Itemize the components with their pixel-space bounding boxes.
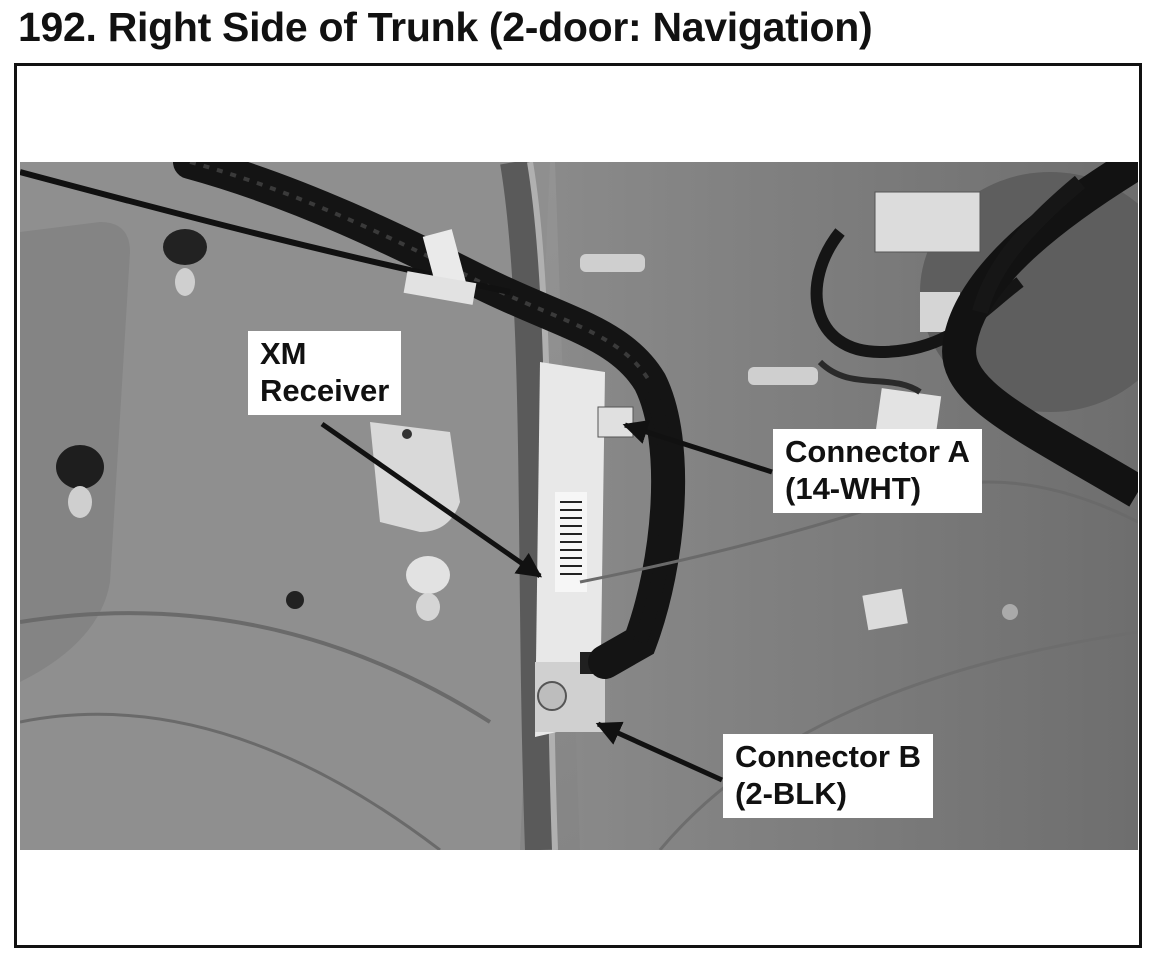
connector-b-label-line1: Connector B (735, 739, 921, 774)
xm-receiver-label: XM Receiver (248, 331, 402, 415)
connector-b-label: Connector B (2-BLK) (723, 734, 933, 818)
xm-receiver-label-line2: Receiver (260, 373, 390, 408)
xm-receiver-arrow (320, 421, 543, 579)
connector-b-label-line2: (2-BLK) (735, 776, 847, 811)
connector-a-arrow (622, 419, 773, 475)
connector-a-label-line1: Connector A (785, 434, 970, 469)
connector-b-arrow (595, 721, 724, 783)
connector-a-label-line2: (14-WHT) (785, 471, 922, 506)
xm-receiver-label-line1: XM (260, 336, 307, 371)
page-title: 192. Right Side of Trunk (2-door: Naviga… (18, 4, 873, 50)
connector-a-label: Connector A (14-WHT) (773, 429, 982, 513)
